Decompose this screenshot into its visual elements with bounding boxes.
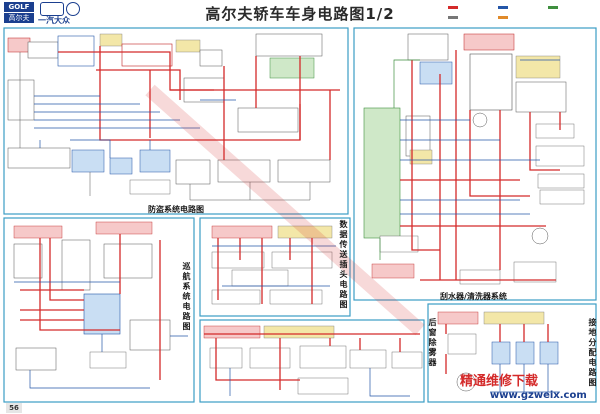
defogger-panel-label: 后窗除雾器	[428, 318, 437, 367]
wiper-frame	[353, 27, 597, 301]
cruise-frame	[3, 217, 195, 403]
wire-legend	[448, 4, 596, 24]
legend-red-icon	[448, 4, 460, 12]
antitheft-frame	[3, 27, 349, 215]
watermark-text: 精通维修下载	[460, 374, 539, 389]
page-title: 高尔夫轿车车身电路图1/2	[205, 5, 395, 23]
antitheft-panel-label: 防盗系统电路图	[148, 205, 204, 214]
legend-orange-icon	[498, 14, 510, 22]
gaoerfu-badge: 高尔夫	[4, 13, 34, 23]
databus-frame	[199, 217, 351, 317]
legend-gray-icon	[448, 14, 460, 22]
golf-logo: GOLF	[4, 2, 34, 12]
brand-logos: GOLF 高尔夫 一汽大众	[4, 2, 102, 26]
vw-logo-icon	[66, 2, 80, 16]
legend-green-icon	[548, 4, 560, 12]
wiper-panel-label: 刮水器/清洗器系统	[440, 292, 507, 301]
faw-logo-icon	[40, 2, 64, 16]
cruise-panel-label: 巡航系统电路图	[182, 262, 191, 331]
legend-blue-icon	[498, 4, 510, 12]
ground-frame	[427, 303, 597, 403]
ground-panel-label: 接地分配电路图	[588, 318, 597, 387]
databus-panel-label: 数据传送插头电路图	[339, 220, 348, 309]
faw-vw-name: 一汽大众	[38, 16, 70, 25]
watermark-url: www.gzweix.com	[490, 390, 587, 401]
defogger-frame	[199, 319, 425, 403]
page-number: 56	[6, 403, 22, 413]
